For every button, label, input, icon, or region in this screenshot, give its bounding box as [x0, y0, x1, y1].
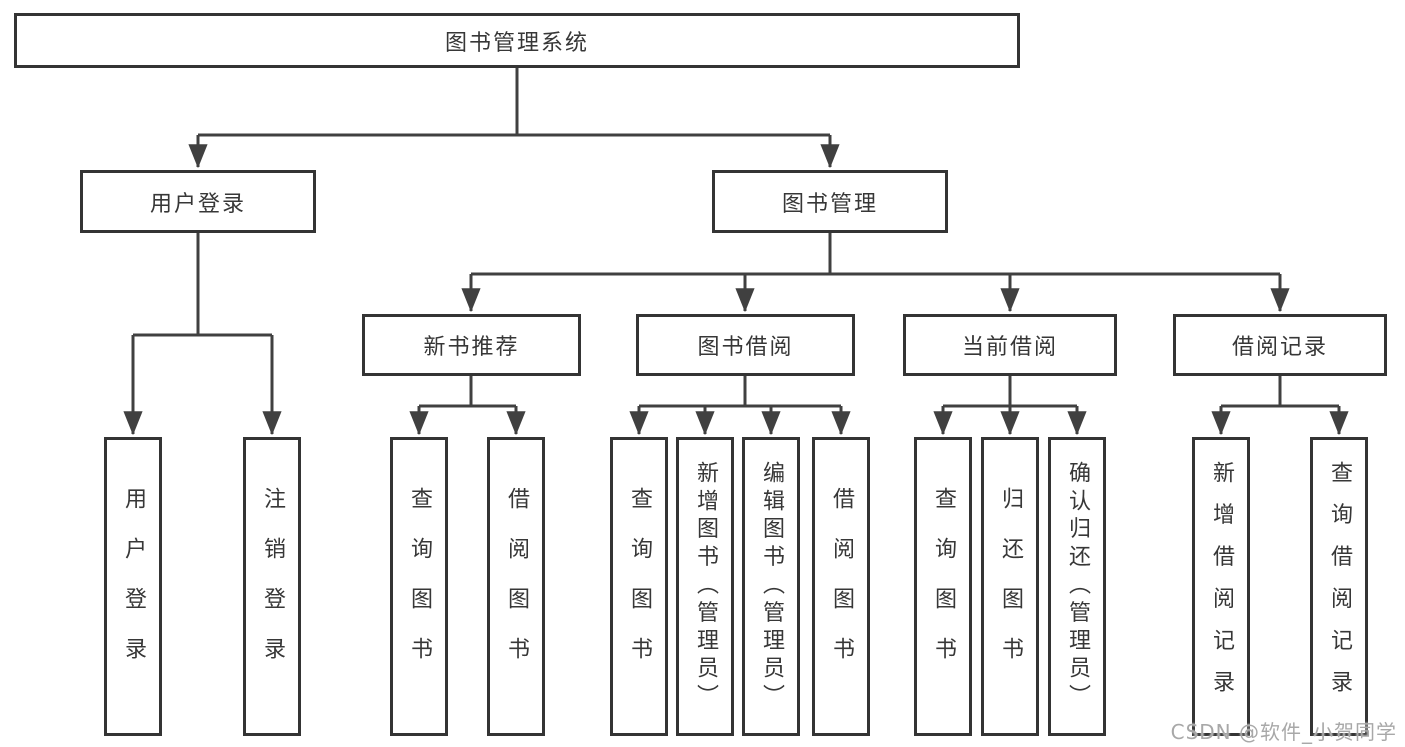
leaf-recommend-query-books: 查询图书: [390, 437, 448, 736]
node-current-borrowing-label: 当前借阅: [961, 335, 1058, 360]
node-root: 图书管理系统: [14, 13, 1020, 68]
node-new-book-recommendation-label: 新书推荐: [423, 335, 520, 360]
leaf-query-borrow-record: 查询借阅记录: [1310, 437, 1368, 736]
leaf-borrow-query-books: 查询图书: [610, 437, 668, 736]
leaf-current-query-books-label: 查询图书: [931, 486, 956, 687]
watermark: CSDN @软件_小贺同学: [1170, 720, 1397, 744]
leaf-user-login-label: 用户登录: [121, 486, 146, 687]
leaf-borrow-books: 借阅图书: [812, 437, 870, 736]
leaf-logout-label: 注销登录: [260, 486, 285, 687]
leaf-confirm-return-admin-label: 确认归还（管理员）: [1065, 460, 1090, 713]
node-borrowing-records: 借阅记录: [1173, 314, 1387, 376]
node-book-borrowing-label: 图书借阅: [697, 335, 794, 360]
leaf-edit-books-admin-label: 编辑图书（管理员）: [759, 460, 784, 713]
leaf-borrow-books-label: 借阅图书: [829, 486, 854, 687]
node-book-borrowing: 图书借阅: [636, 314, 855, 376]
node-book-management: 图书管理: [712, 170, 948, 233]
leaf-confirm-return-admin: 确认归还（管理员）: [1048, 437, 1106, 736]
leaf-return-books-label: 归还图书: [998, 486, 1023, 687]
leaf-recommend-borrow-books: 借阅图书: [487, 437, 545, 736]
leaf-recommend-borrow-books-label: 借阅图书: [504, 486, 529, 687]
node-current-borrowing: 当前借阅: [903, 314, 1117, 376]
leaf-add-books-admin: 新增图书（管理员）: [676, 437, 734, 736]
leaf-add-borrow-record: 新增借阅记录: [1192, 437, 1250, 736]
leaf-query-borrow-record-label: 查询借阅记录: [1327, 460, 1352, 713]
leaf-borrow-query-books-label: 查询图书: [627, 486, 652, 687]
leaf-edit-books-admin: 编辑图书（管理员）: [742, 437, 800, 736]
leaf-user-login: 用户登录: [104, 437, 162, 736]
node-root-label: 图书管理系统: [444, 30, 589, 56]
node-borrowing-records-label: 借阅记录: [1231, 335, 1328, 360]
node-user-login-group-label: 用户登录: [149, 191, 246, 217]
leaf-return-books: 归还图书: [981, 437, 1039, 736]
leaf-add-borrow-record-label: 新增借阅记录: [1209, 460, 1234, 713]
leaf-add-books-admin-label: 新增图书（管理员）: [693, 460, 718, 713]
leaf-logout: 注销登录: [243, 437, 301, 736]
node-book-management-label: 图书管理: [781, 191, 878, 217]
node-new-book-recommendation: 新书推荐: [362, 314, 581, 376]
node-user-login-group: 用户登录: [80, 170, 316, 233]
leaf-current-query-books: 查询图书: [914, 437, 972, 736]
leaf-recommend-query-books-label: 查询图书: [407, 486, 432, 687]
